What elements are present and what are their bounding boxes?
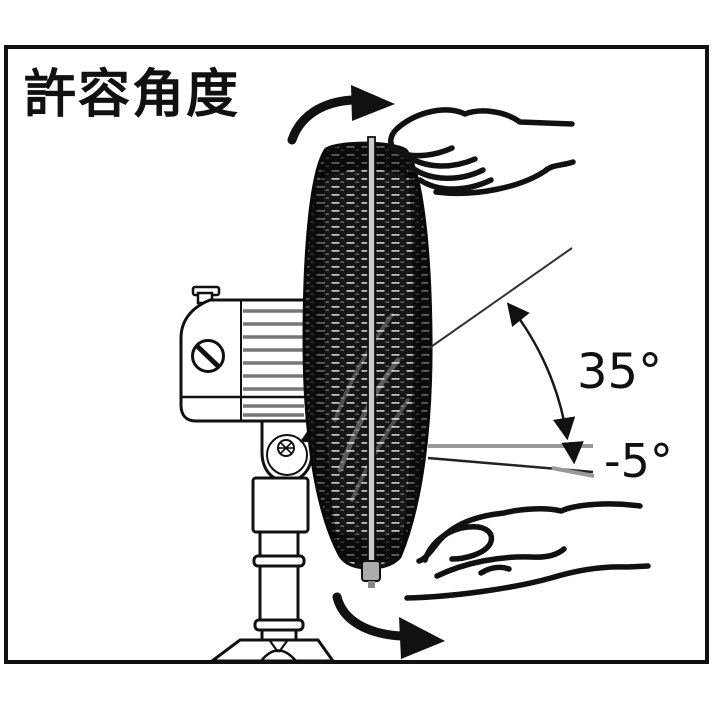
angle-minus5-label: -5° <box>604 434 673 488</box>
tilt-up-limit-line <box>427 247 573 350</box>
grille-top-shade <box>320 143 413 180</box>
rod-tip <box>368 581 375 588</box>
fan-stand <box>207 419 336 663</box>
fan-grille <box>302 136 433 588</box>
minus-angle-arrow-icon <box>561 441 584 465</box>
motor-screw-slot <box>195 344 221 369</box>
angle-annotation: 35° -5° <box>427 247 673 488</box>
pivot-screw-cross <box>278 441 294 455</box>
rotate-up-arrow-icon <box>287 85 395 145</box>
angle-arc <box>506 302 576 441</box>
pivot-boss <box>266 434 308 476</box>
grille-right-shade <box>400 150 432 557</box>
grille-center-rod <box>367 136 376 566</box>
rotate-down-arrow-icon <box>332 592 445 659</box>
stand-pole-lower <box>258 564 300 624</box>
grille-left-shade <box>304 149 340 556</box>
tripod-arch <box>260 649 297 662</box>
rod-knob <box>361 560 381 582</box>
motor-vents <box>243 309 304 417</box>
stand-pole-upper <box>258 530 300 560</box>
hand-top-icon <box>388 107 576 197</box>
stand-clamp <box>251 476 310 534</box>
angle-35-label: 35° <box>577 344 662 400</box>
tilt-down-gray-line <box>551 466 595 478</box>
blade-glints <box>333 313 410 502</box>
fan-motor-housing <box>179 285 309 423</box>
hand-bottom-icon <box>404 501 651 601</box>
diagram-frame <box>4 45 709 664</box>
diagram-title: 許容角度 <box>24 65 240 125</box>
